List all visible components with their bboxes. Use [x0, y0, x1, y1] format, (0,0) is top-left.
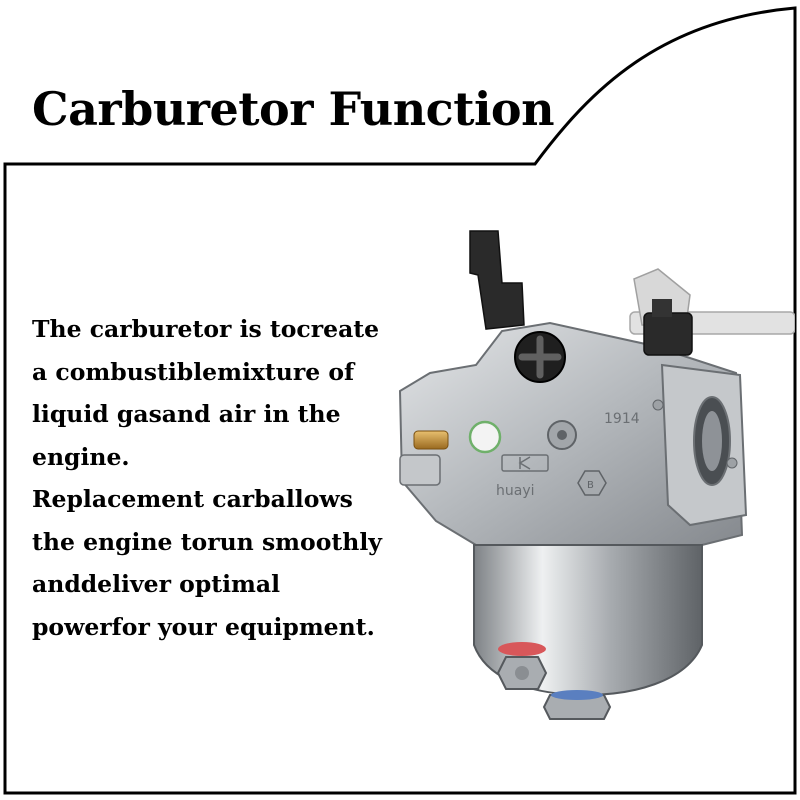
drain-bolt	[496, 642, 612, 720]
page-title: Carburetor Function	[32, 82, 555, 136]
description-line: Replacement carballows	[32, 485, 353, 513]
description-line: engine.	[32, 442, 130, 471]
description-line: liquid gasand air in the	[32, 400, 341, 428]
brand-mark: huayi	[496, 483, 535, 499]
throttle-stop	[643, 299, 693, 356]
carburetor-product-image: huayi 1914 B	[398, 230, 795, 720]
description-line: powerfor your equipment.	[32, 612, 375, 641]
description-line: the engine torun smoothly	[32, 527, 382, 556]
description-line: anddeliver optimal	[32, 570, 281, 598]
description-line: a combustiblemixture of	[32, 357, 355, 386]
carburetor-body: huayi 1914 B	[398, 321, 748, 546]
choke-lever	[469, 230, 525, 330]
part-number: 1914	[604, 411, 640, 427]
choke-knob	[514, 331, 566, 383]
description-line: The carburetor is tocreate	[32, 315, 380, 343]
description-text: The carburetor is tocreate a combustible…	[32, 308, 432, 648]
bowl-mark: B	[587, 480, 594, 491]
